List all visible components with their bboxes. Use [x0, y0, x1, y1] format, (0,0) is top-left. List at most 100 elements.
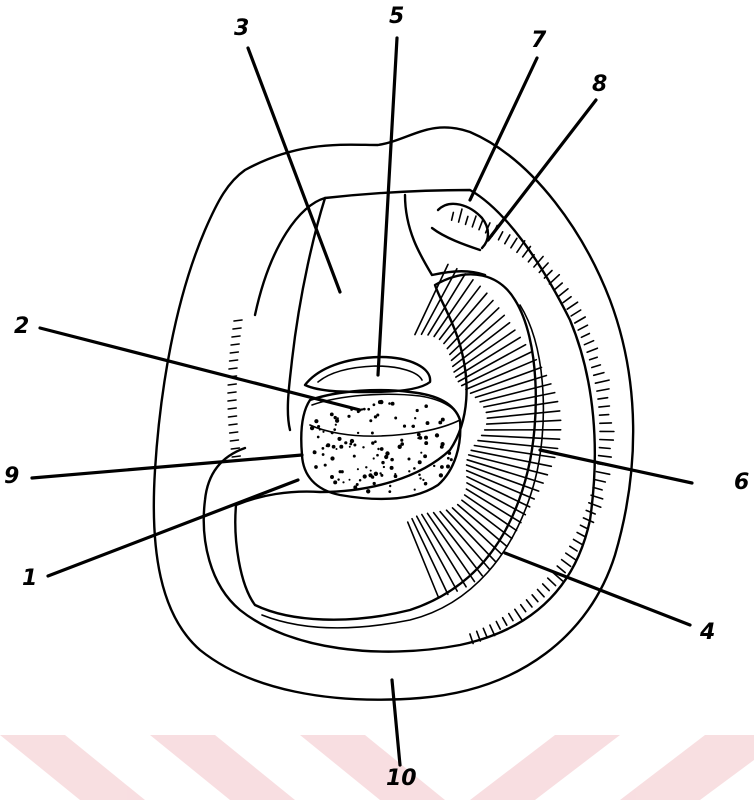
stipple-dot: [371, 475, 374, 478]
fringe-hair: [230, 360, 238, 361]
stipple-dot: [446, 465, 450, 469]
stipple-dot: [388, 402, 391, 405]
stipple-dot: [330, 456, 334, 460]
stipple-dot: [326, 445, 329, 448]
stipple-dot: [378, 400, 382, 404]
fringe-hair: [527, 600, 533, 607]
stipple-dot: [391, 402, 395, 406]
fringe-hair: [232, 336, 240, 337]
stipple-dot: [408, 470, 410, 472]
fringe-hair: [584, 341, 593, 345]
fringe-hair: [496, 622, 500, 630]
stipple-dot: [356, 483, 359, 486]
callout-label-2: 2: [14, 316, 29, 338]
stipple-dot: [324, 464, 327, 467]
stipple-dot: [424, 404, 428, 408]
fringe-hair: [230, 432, 238, 433]
stipple-dot: [394, 417, 397, 420]
stipple-dot: [335, 448, 337, 450]
stipple-dot: [365, 466, 367, 468]
visceral-mass: [301, 390, 460, 499]
stipple-dot: [440, 465, 444, 469]
stipple-dot: [317, 425, 320, 428]
fringe-hair: [472, 216, 476, 227]
stipple-dot: [407, 457, 410, 460]
stipple-dot: [416, 409, 419, 412]
fringe-hair: [595, 380, 609, 383]
fringe-hair: [595, 480, 605, 482]
fringe-hair: [229, 368, 237, 369]
fringe-hair: [521, 605, 526, 612]
stipple-dot: [424, 441, 428, 445]
stipple-dot: [394, 473, 396, 475]
mantle-fringe: [228, 209, 614, 643]
fringe-hair: [459, 209, 462, 222]
stipple-dot: [370, 470, 372, 472]
stipple-dot: [380, 474, 383, 477]
stipple-dot: [418, 460, 422, 464]
stipple-dot: [389, 485, 391, 487]
gill-lamella: [462, 500, 512, 538]
fringe-hair: [566, 553, 577, 560]
fringe-hair: [532, 595, 538, 602]
pericardium-inner: [318, 366, 422, 382]
stipple-dot: [322, 431, 324, 433]
stipple-dot: [359, 479, 362, 482]
stipple-dot: [423, 454, 427, 458]
stipple-dot: [384, 455, 388, 459]
stipple-dot: [373, 482, 376, 485]
gill-lamella: [412, 519, 448, 595]
stipple-dot: [425, 436, 427, 438]
stipple-dot: [341, 470, 344, 473]
stipple-dot: [337, 437, 341, 441]
callout-label-6: 6: [734, 472, 749, 494]
stipple-dot: [450, 458, 453, 461]
fringe-hair: [575, 317, 585, 323]
stipple-dot: [353, 485, 357, 489]
fringe-hair: [479, 220, 483, 230]
gill-lamella: [486, 402, 557, 413]
stipple-dot: [439, 473, 443, 477]
stipple-dot: [424, 482, 427, 485]
callout-label-7: 7: [531, 30, 546, 52]
stipple-dot: [371, 441, 374, 444]
gill-lamella: [487, 411, 559, 418]
fringe-hair: [499, 232, 503, 240]
stipple-dot: [413, 467, 416, 470]
stipple-dot: [331, 431, 334, 434]
fringe-hair: [231, 344, 239, 345]
stipple-dot: [339, 445, 343, 449]
stipple-dot: [357, 432, 359, 434]
fringe-hair: [228, 384, 236, 385]
stipple-dot: [381, 461, 384, 464]
stipple-dot: [322, 453, 325, 456]
stipple-dot: [337, 478, 339, 480]
fringe-hair: [599, 448, 610, 449]
fringe-hair: [570, 546, 577, 551]
stipple-dot: [362, 446, 364, 448]
gill-lamella: [465, 495, 517, 531]
gill-lamella: [466, 489, 521, 522]
stipple-dot: [380, 447, 384, 451]
fringe-hair: [562, 560, 571, 567]
leader-lines: [32, 38, 692, 765]
fringe-hair: [557, 566, 565, 573]
fringe-hair: [517, 241, 525, 253]
stipple-dot: [349, 479, 351, 481]
callout-label-10: 10: [386, 768, 417, 790]
stipple-dot: [390, 466, 394, 470]
stipple-dot: [447, 457, 450, 460]
stipple-dot: [417, 433, 421, 437]
fringe-hair: [581, 334, 589, 338]
stipple-dot: [374, 440, 377, 443]
fringe-hair: [594, 373, 604, 376]
fringe-hair: [229, 424, 237, 425]
stipple-dot: [433, 465, 435, 467]
fringe-hair: [538, 590, 545, 597]
callout-label-1: 1: [22, 568, 37, 590]
fringe-hair: [230, 440, 238, 441]
stipple-dot: [332, 445, 336, 449]
fringe-hair: [234, 320, 242, 321]
fringe-hair: [230, 352, 238, 353]
